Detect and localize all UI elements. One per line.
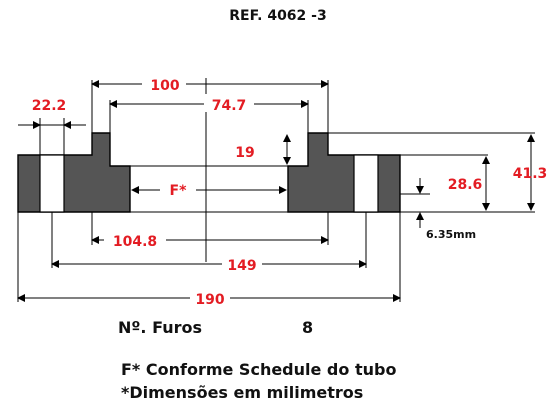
dim-bore-diameter: 74.7 — [212, 98, 247, 114]
bolt-hole-right — [353, 154, 379, 213]
bolt-hole-left — [39, 154, 65, 213]
note-units: *Dimensões em milimetros — [121, 383, 363, 402]
note-schedule: F* Conforme Schedule do tubo — [121, 360, 396, 379]
dim-inner-diameter: 104.8 — [113, 234, 157, 250]
dim-outer-diameter: 190 — [195, 292, 224, 308]
dim-bolt-circle: 149 — [227, 258, 256, 274]
dim-raised-height: 19 — [235, 145, 254, 161]
holes-count: 8 — [302, 318, 313, 337]
dim-hub-width: 22.2 — [32, 98, 67, 114]
flange-right-half — [287, 132, 401, 213]
flange-section — [17, 132, 401, 213]
holes-label: Nº. Furos — [118, 318, 202, 337]
dim-face-thickness: 6.35mm — [426, 228, 476, 241]
dim-flange-thickness: 41.3 — [513, 166, 548, 182]
dim-pipe-bore: F* — [170, 183, 188, 199]
flange-left-half — [17, 132, 131, 213]
dim-hub-diameter: 100 — [150, 78, 179, 94]
dim-hub-thickness: 28.6 — [448, 177, 483, 193]
reference-title: REF. 4062 -3 — [229, 8, 326, 24]
